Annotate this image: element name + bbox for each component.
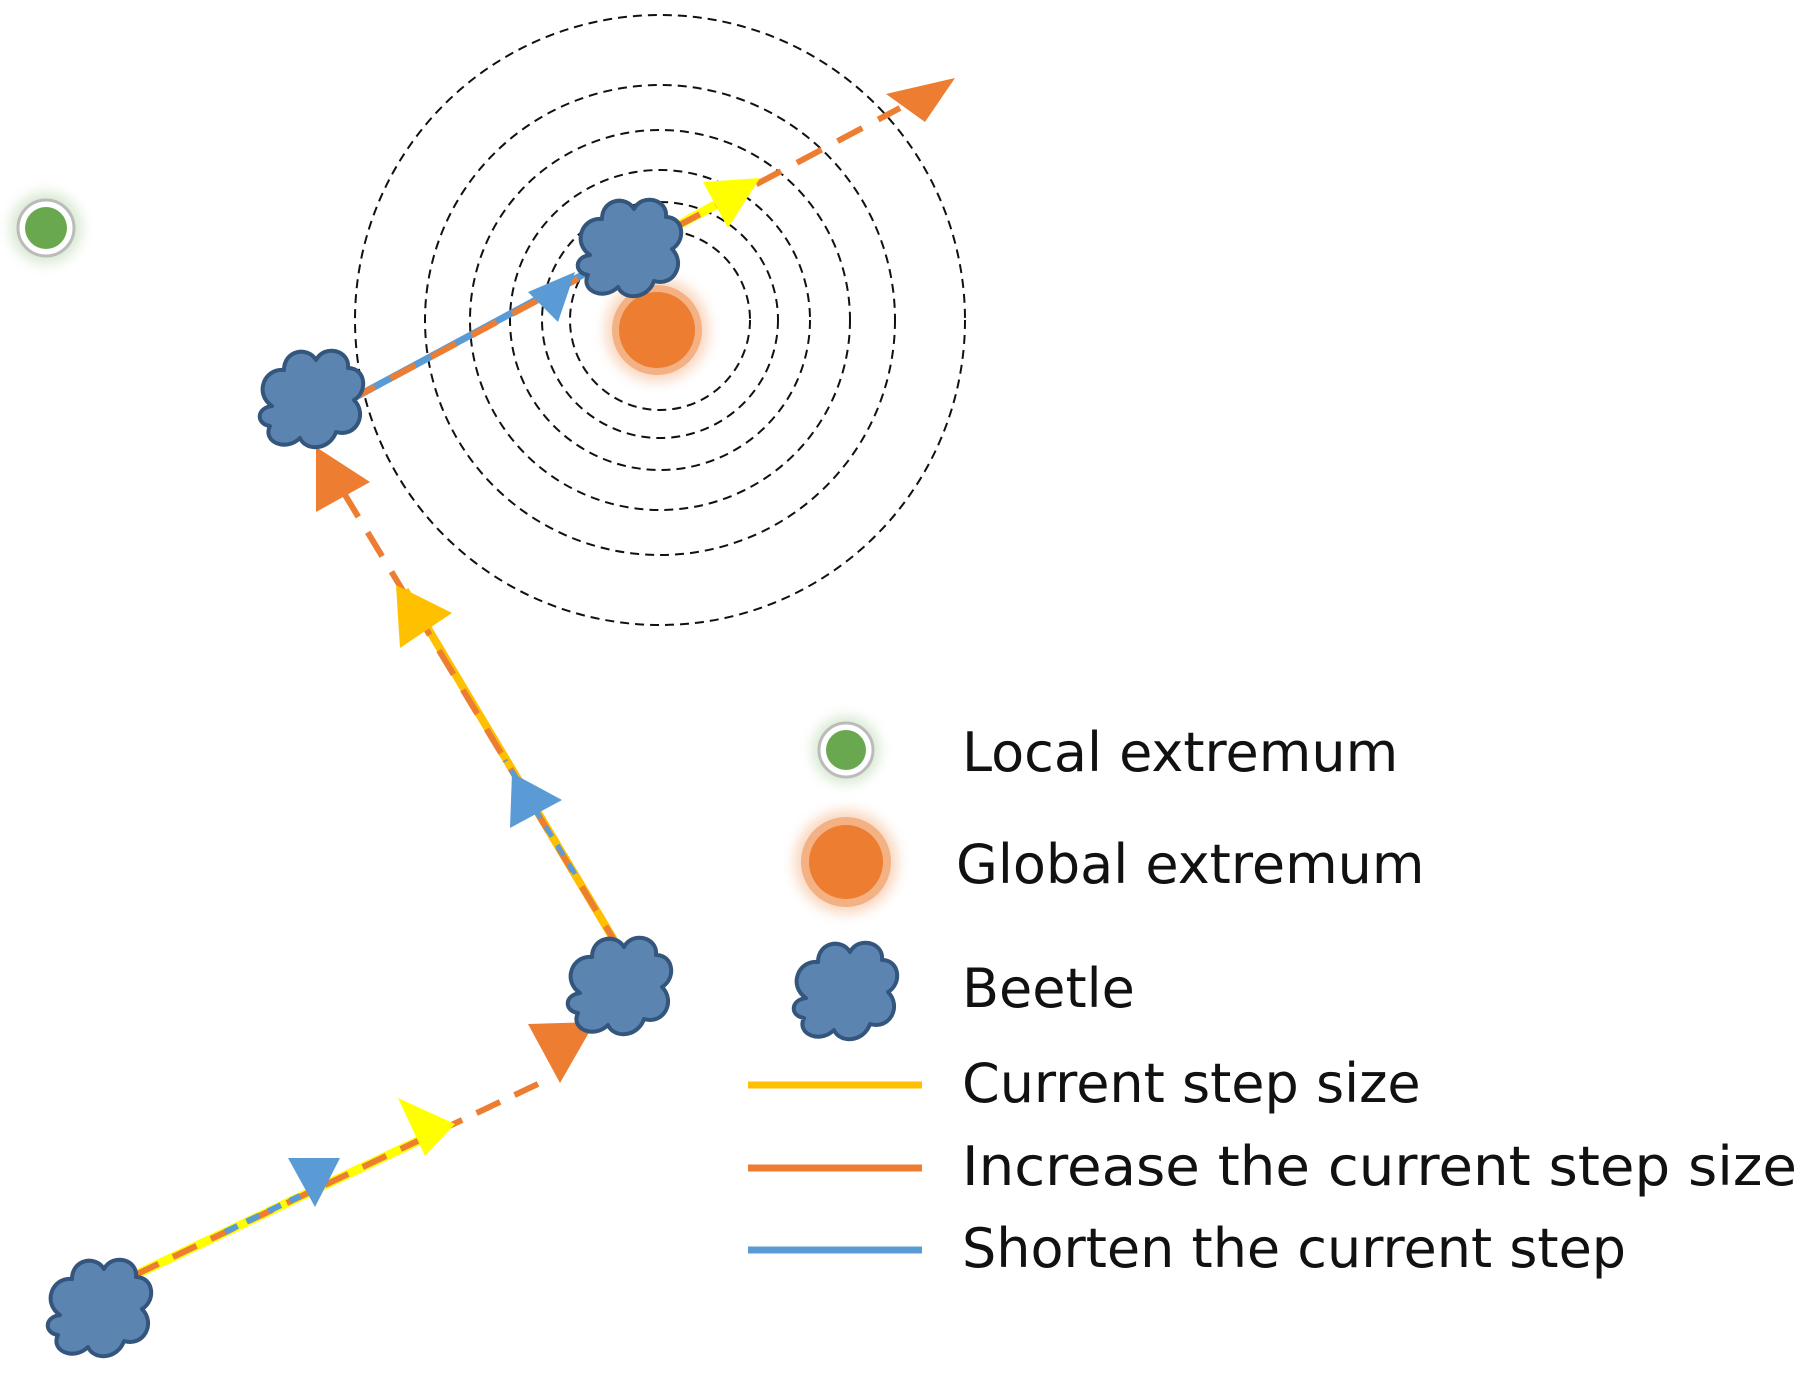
increase-arrow-icon xyxy=(886,78,955,122)
beetle-icon xyxy=(257,348,366,450)
local-extremum-marker xyxy=(10,192,82,264)
shorten-arrow-icon xyxy=(528,272,575,322)
shorten-arrow-icon xyxy=(510,773,562,828)
legend: Local extremum Global extremum Beetle Cu… xyxy=(748,716,1797,1280)
current-arrow-icon xyxy=(396,585,452,648)
current-arrow-icon xyxy=(398,1098,455,1156)
current-arrow-icon xyxy=(703,178,760,228)
legend-local-label: Local extremum xyxy=(962,721,1398,784)
legend-local-icon xyxy=(812,716,880,784)
beetle-icon xyxy=(565,935,674,1037)
shorten-arrow-icon xyxy=(288,1158,340,1207)
path-segment-3 xyxy=(348,78,955,404)
legend-increase-label: Increase the current step size xyxy=(962,1135,1797,1198)
legend-beetle-icon xyxy=(791,940,900,1042)
legend-shorten-label: Shorten the current step xyxy=(962,1217,1626,1280)
contour-ring xyxy=(354,14,966,626)
beetle-icon xyxy=(45,1257,154,1359)
legend-beetle-label: Beetle xyxy=(962,957,1135,1020)
path-segment-1 xyxy=(133,1022,595,1280)
legend-global-icon xyxy=(794,810,898,914)
contour-ring xyxy=(509,169,811,471)
legend-current-label: Current step size xyxy=(962,1052,1421,1115)
legend-global-label: Global extremum xyxy=(956,833,1425,896)
global-extremum-marker xyxy=(605,278,709,382)
increase-arrow-icon xyxy=(316,447,370,512)
contour-ring xyxy=(469,129,851,511)
increase-arrow-icon xyxy=(528,1022,595,1083)
contour-ring xyxy=(424,84,896,556)
path-segment-2 xyxy=(316,447,624,953)
beetle-icon xyxy=(575,197,684,299)
